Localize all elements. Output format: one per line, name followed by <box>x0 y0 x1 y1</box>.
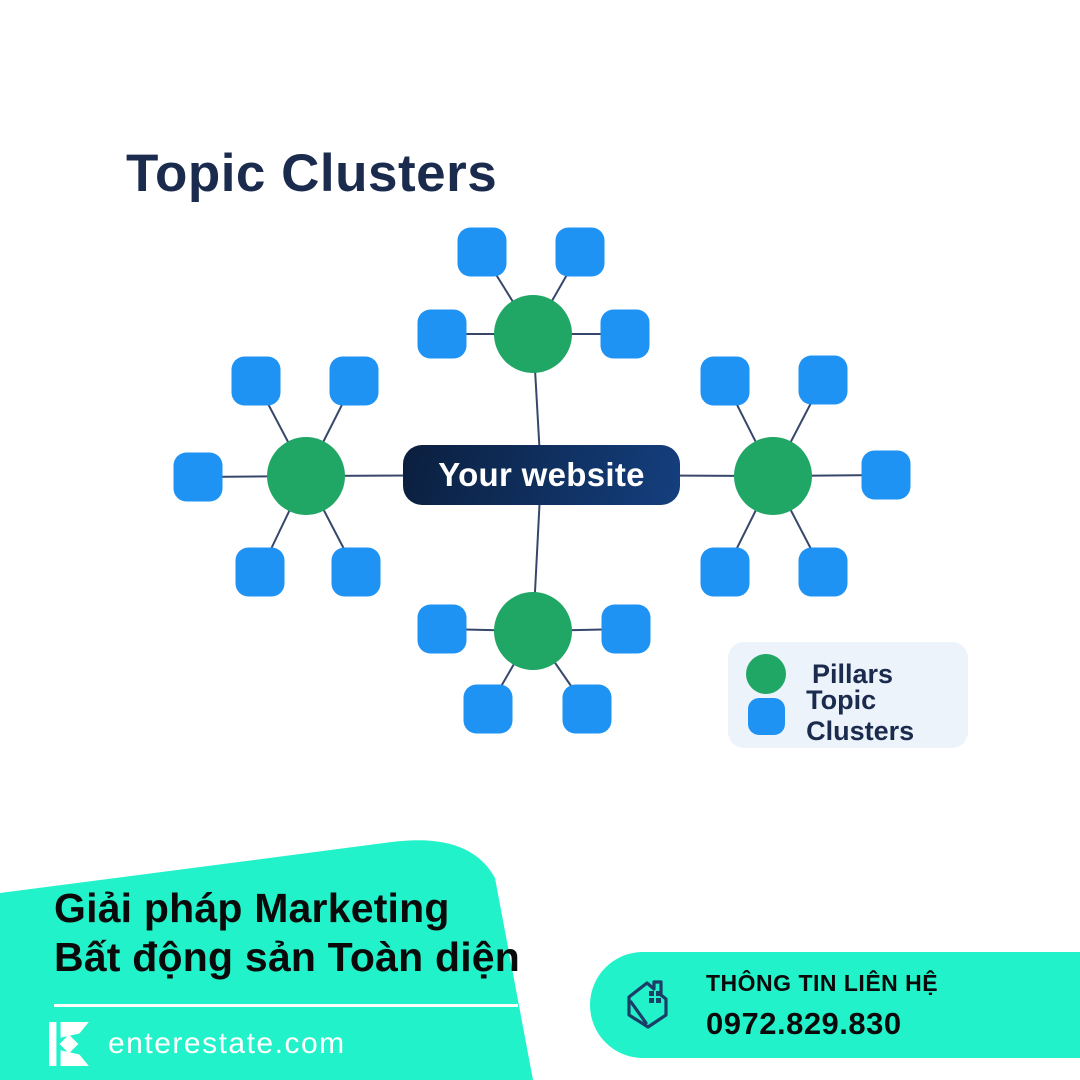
legend-label-pillars: Pillars <box>812 658 894 689</box>
banner-background <box>0 840 533 1080</box>
topic-cluster-node <box>463 684 513 734</box>
website-url: enterestate.com <box>108 1027 346 1060</box>
banner-headline: Giải pháp Marketing Bất động sản Toàn di… <box>54 884 520 982</box>
topic-cluster-node <box>457 227 507 277</box>
topic-cluster-node <box>417 309 467 359</box>
contact-pill: THÔNG TIN LIÊN HỆ 0972.829.830 <box>590 952 1080 1058</box>
topic-cluster-node <box>798 547 848 597</box>
pillar-node <box>267 437 345 515</box>
topic-cluster-node <box>231 356 281 406</box>
topic-square-icon <box>746 697 786 735</box>
legend: Pillars Topic Clusters <box>728 642 968 748</box>
page-title: Topic Clusters <box>126 144 498 203</box>
pillar-node <box>494 295 572 373</box>
legend-row-topic-clusters: Topic Clusters <box>746 685 968 746</box>
topic-cluster-node <box>329 356 379 406</box>
divider-line <box>54 1004 518 1007</box>
topic-cluster-node <box>798 355 848 405</box>
legend-row-pillars: Pillars <box>746 654 968 695</box>
pillar-circle-icon <box>746 654 792 694</box>
topic-cluster-node <box>861 450 911 500</box>
topic-cluster-node <box>700 547 750 597</box>
topic-cluster-node <box>600 309 650 359</box>
your-website-label: Your website <box>438 456 645 493</box>
house-icon <box>627 980 668 1029</box>
banner-line-2: Bất động sản Toàn diện <box>54 934 521 980</box>
topic-cluster-node <box>601 604 651 654</box>
topic-cluster-node <box>562 684 612 734</box>
pillar-node <box>734 437 812 515</box>
legend-label-topic-clusters: Topic Clusters <box>806 685 915 746</box>
banner-line-1: Giải pháp Marketing <box>54 885 450 931</box>
topic-cluster-node <box>173 452 223 502</box>
topic-cluster-node <box>555 227 605 277</box>
contact-info: THÔNG TIN LIÊN HỆ 0972.829.830 <box>706 970 938 1042</box>
pillar-node <box>494 592 572 670</box>
contact-heading: THÔNG TIN LIÊN HỆ <box>706 970 939 996</box>
topic-cluster-node <box>235 547 285 597</box>
contact-phone: 0972.829.830 <box>706 1006 902 1041</box>
enterestate-logo-icon <box>49 1022 89 1066</box>
your-website-pill: Your website <box>403 445 680 505</box>
topic-cluster-node <box>417 604 467 654</box>
topic-cluster-node <box>700 356 750 406</box>
topic-cluster-node <box>331 547 381 597</box>
